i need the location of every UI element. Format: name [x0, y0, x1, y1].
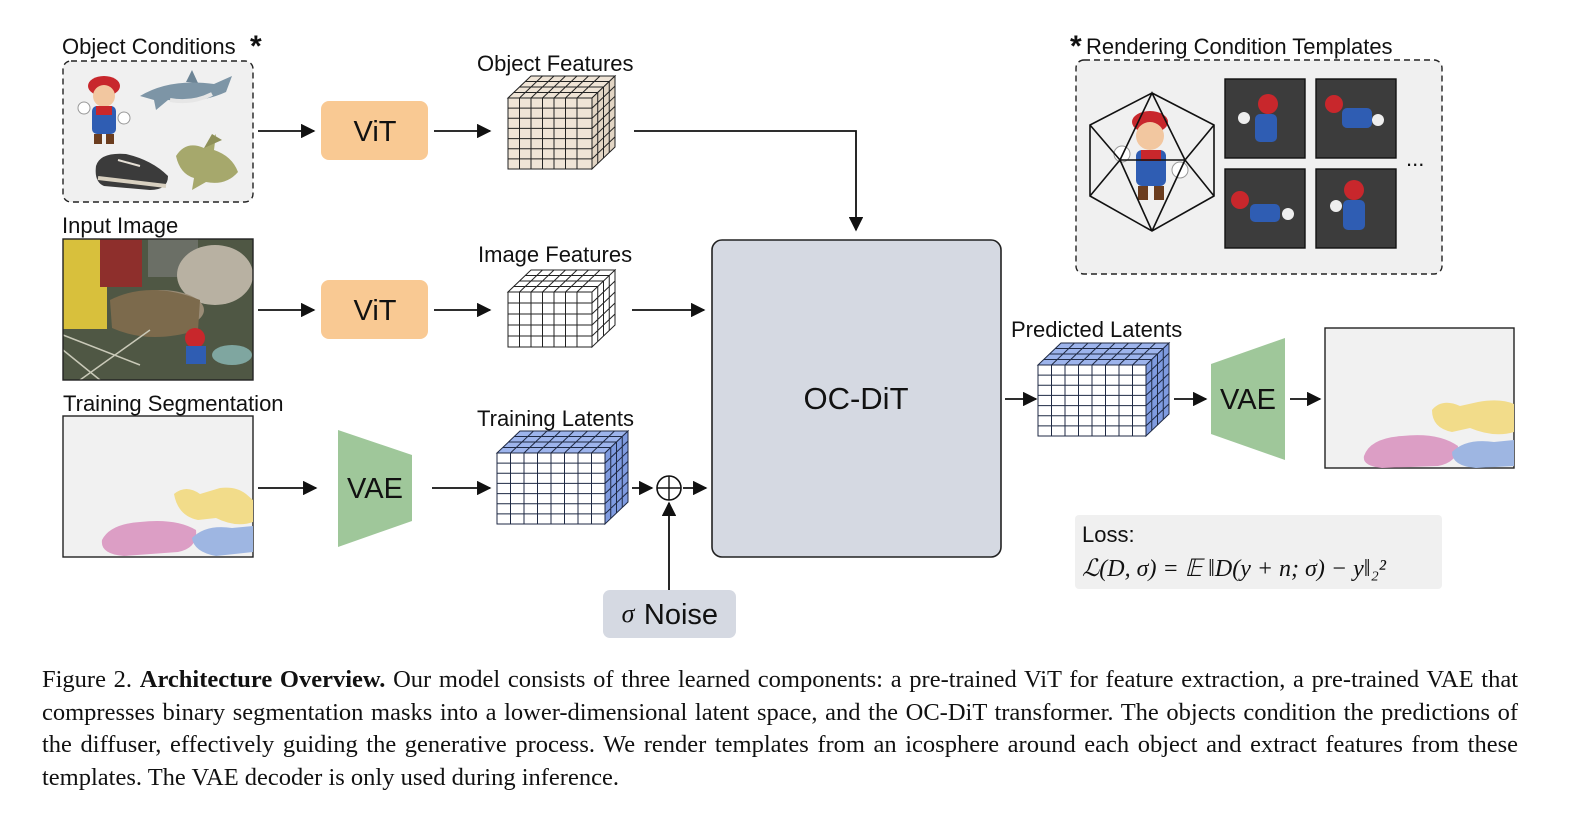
ocdit-transformer-block: OC-DiT — [711, 239, 1002, 558]
architecture-diagram: Object Conditions * — [62, 30, 1515, 638]
noise-label: Noise — [644, 599, 718, 631]
training-segmentation-label: Training Segmentation — [63, 391, 284, 416]
vit-encoder-top: ViT — [321, 101, 428, 160]
loss-formula: ℒ(D, σ) = 𝔼 ‖D(y + n; σ) − y‖₂² — [1082, 556, 1387, 582]
icosphere-image — [1089, 91, 1215, 232]
input-image — [62, 238, 254, 381]
vae-encoder: VAE — [338, 430, 412, 547]
loss-title: Loss: — [1082, 522, 1135, 547]
caption-prefix: Figure 2. — [42, 666, 133, 693]
mario-figure-image — [77, 76, 131, 144]
image-features-label: Image Features — [478, 242, 632, 267]
template-thumbnail — [1315, 78, 1397, 159]
template-thumbnail — [1224, 168, 1306, 249]
figure-caption: Figure 2. Architecture Overview. Our mod… — [42, 664, 1518, 794]
template-thumbnail — [1315, 168, 1397, 249]
object-conditions-panel — [62, 60, 254, 203]
loss-panel: Loss: ℒ(D, σ) = 𝔼 ‖D(y + n; σ) − y‖₂² — [1075, 515, 1442, 589]
dragon-figure-image — [176, 134, 238, 190]
object-features-cube — [506, 74, 617, 171]
rendering-templates-asterisk: * — [1070, 30, 1082, 63]
ocdit-label: OC-DiT — [803, 381, 908, 416]
vae-decoder: VAE — [1211, 338, 1285, 460]
input-image-label: Input Image — [62, 213, 178, 238]
vit-top-label: ViT — [354, 116, 397, 148]
object-features-label: Object Features — [477, 51, 634, 76]
training-latents-cube — [495, 429, 630, 526]
output-segmentation-image — [1324, 327, 1515, 469]
caption-body: Our model consists of three learned comp… — [42, 666, 1519, 791]
shark-figure-image — [140, 70, 232, 110]
object-conditions-asterisk: * — [250, 30, 262, 63]
predicted-latents-cube — [1036, 341, 1171, 438]
predicted-latents-label: Predicted Latents — [1011, 317, 1182, 342]
template-thumbnail — [1224, 78, 1306, 159]
sigma-noise-block: σ Noise — [603, 590, 736, 638]
vae-decoder-label: VAE — [1220, 384, 1276, 416]
vit-encoder-mid: ViT — [321, 280, 428, 339]
training-segmentation-image — [62, 415, 254, 558]
training-latents-label: Training Latents — [477, 406, 634, 431]
vae-encoder-label: VAE — [347, 473, 403, 505]
rendering-templates-panel: ... — [1075, 59, 1443, 275]
rendering-templates-label: Rendering Condition Templates — [1086, 34, 1393, 59]
shoe-image — [95, 153, 168, 190]
sigma-symbol: σ — [622, 599, 636, 628]
caption-title: Architecture Overview. — [139, 666, 386, 693]
object-conditions-label: Object Conditions — [62, 34, 236, 59]
vit-mid-label: ViT — [354, 295, 397, 327]
noise-add-operator — [656, 475, 682, 501]
image-features-grid — [506, 268, 617, 349]
more-templates-ellipsis: ... — [1406, 146, 1424, 171]
